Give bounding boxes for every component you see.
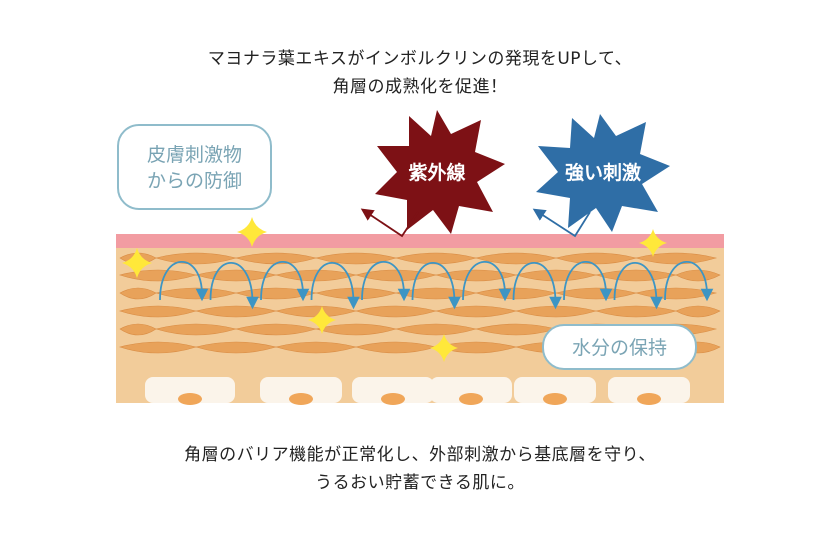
basal-cell bbox=[352, 377, 434, 403]
cell-nucleus bbox=[289, 393, 313, 405]
curved-arrow-icon bbox=[310, 262, 360, 310]
bottom-caption-line2: うるおい貯蓄できる肌に。 bbox=[315, 473, 525, 493]
uv-starburst-icon bbox=[375, 110, 505, 234]
top-caption-line1: マヨナラ葉エキスがインボルクリンの発現をUPして、 bbox=[207, 49, 633, 69]
sparkle-icon bbox=[237, 217, 267, 247]
curved-arrow-icon bbox=[563, 260, 613, 302]
cell-nucleus bbox=[543, 393, 567, 405]
bottom-caption-line1: 角層のバリア機能が正常化し、外部刺激から基底層を守り、 bbox=[184, 445, 656, 465]
basal-cells bbox=[145, 377, 690, 405]
bottom-caption: 角層のバリア機能が正常化し、外部刺激から基底層を守り、 うるおい貯蓄できる肌に。 bbox=[0, 441, 840, 497]
moisture-arrows bbox=[159, 260, 714, 310]
curved-arrow-icon bbox=[462, 260, 512, 302]
cell-nucleus bbox=[459, 393, 483, 405]
skin-stimulus-defense-label: 皮膚刺激物 からの防御 bbox=[117, 124, 272, 210]
curved-arrow-icon bbox=[411, 262, 461, 310]
sparkle-icon bbox=[639, 229, 667, 257]
sparkle-icon bbox=[122, 248, 152, 278]
curved-arrow-icon bbox=[260, 260, 310, 302]
moisture-retention-label: 水分の保持 bbox=[542, 324, 697, 370]
basal-cell bbox=[145, 377, 235, 403]
curved-arrow-icon bbox=[664, 260, 714, 302]
curved-arrow-icon bbox=[361, 260, 411, 302]
moisture-label: 水分の保持 bbox=[571, 337, 667, 359]
cell-nucleus bbox=[637, 393, 661, 405]
skin-stimulus-line1: 皮膚刺激物 bbox=[146, 144, 242, 166]
cell-nucleus bbox=[178, 393, 202, 405]
stimulus-deflect-arrow-icon bbox=[532, 208, 591, 238]
corneum-scale bbox=[675, 305, 721, 318]
sparkle-icon bbox=[430, 334, 458, 362]
corneum-scale bbox=[634, 252, 718, 265]
uv-label: 紫外線 bbox=[408, 162, 466, 184]
sparkles bbox=[122, 217, 667, 362]
sparkle-icon bbox=[308, 306, 336, 334]
top-caption-line2: 角層の成熟化を促進！ bbox=[332, 77, 508, 97]
curved-arrow-icon bbox=[613, 262, 663, 310]
basal-cell bbox=[260, 377, 342, 403]
strong-stimulus-label: 強い刺激 bbox=[564, 162, 641, 184]
corneum-scale bbox=[675, 269, 721, 282]
basal-cell bbox=[608, 377, 690, 403]
curved-arrow-icon bbox=[512, 262, 562, 310]
stimulus-starburst-icon bbox=[536, 114, 670, 232]
top-caption: マヨナラ葉エキスがインボルクリンの発現をUPして、 角層の成熟化を促進！ bbox=[0, 45, 840, 101]
skin-stimulus-line2: からの防御 bbox=[146, 170, 242, 192]
basal-cell bbox=[514, 377, 596, 403]
curved-arrow-icon bbox=[209, 262, 259, 310]
skin-surface bbox=[116, 234, 724, 248]
uv-deflect-arrow-icon bbox=[360, 208, 419, 238]
cell-nucleus bbox=[381, 393, 405, 405]
basal-cell bbox=[430, 377, 512, 403]
curved-arrow-icon bbox=[159, 260, 209, 302]
